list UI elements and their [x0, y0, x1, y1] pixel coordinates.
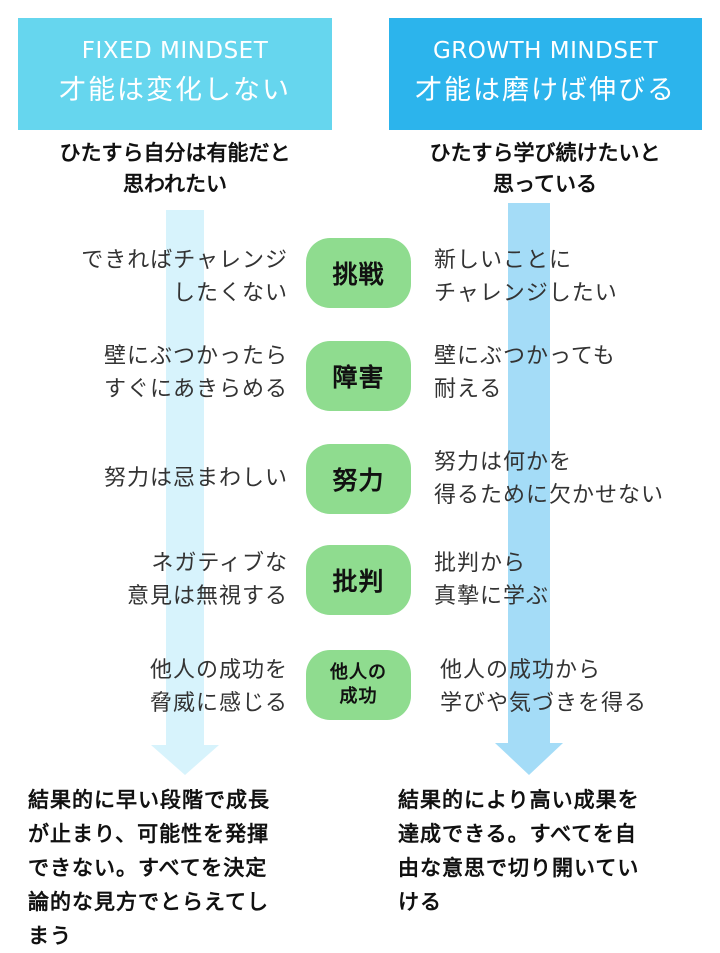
text-line: ネガティブな	[151, 551, 288, 576]
topic-label: 努力	[332, 466, 385, 495]
row-criticism-fixed: ネガティブな 意見は無視する	[20, 547, 288, 613]
fixed-belief-line: 思われたい	[123, 172, 227, 196]
text-line: 脅威に感じる	[149, 691, 288, 716]
row-challenge-fixed: できればチャレンジ したくない	[20, 244, 288, 310]
fixed-arrow-shaft	[166, 210, 204, 745]
topic-label: 挑戦	[332, 260, 385, 289]
outcome-line: まう	[28, 924, 72, 948]
row-others-success-fixed: 他人の成功を 脅威に感じる	[20, 654, 288, 720]
growth-arrow-head	[495, 743, 563, 775]
growth-belief-line: 思っている	[493, 172, 597, 196]
growth-outcome: 結果的により高い成果を 達成できる。すべてを自 由な意思で切り開いてい ける	[398, 783, 698, 919]
text-line: 壁にぶつかっても	[434, 344, 616, 369]
fixed-outcome: 結果的に早い段階で成長 が止まり、可能性を発揮 できない。すべてを決定 論的な見…	[28, 783, 328, 953]
text-line: 壁にぶつかったら	[103, 344, 288, 369]
topic-pill-criticism: 批判	[306, 545, 411, 615]
outcome-line: 論的な見方でとらえてし	[28, 890, 269, 914]
growth-belief: ひたすら学び続けたいと 思っている	[385, 138, 705, 200]
row-obstacle-fixed: 壁にぶつかったら すぐにあきらめる	[20, 340, 288, 406]
outcome-line: 由な意思で切り開いてい	[398, 856, 640, 880]
text-line: したくない	[172, 281, 288, 306]
row-effort-fixed: 努力は忌まわしい	[20, 462, 288, 495]
fixed-mindset-header: FIXED MINDSET 才能は変化しない	[18, 18, 332, 130]
text-line: 努力は何かを	[434, 450, 573, 475]
topic-label: 障害	[332, 363, 385, 392]
text-line: 耐える	[434, 377, 503, 402]
growth-belief-line: ひたすら学び続けたいと	[429, 141, 661, 165]
topic-pill-obstacle: 障害	[306, 341, 411, 411]
outcome-line: 達成できる。すべてを自	[398, 822, 637, 846]
text-line: 得るために欠かせない	[434, 483, 665, 508]
text-line: 意見は無視する	[126, 584, 288, 609]
text-line: 新しいことに	[434, 248, 573, 273]
topic-label: 批判	[332, 567, 385, 596]
topic-pill-effort: 努力	[306, 444, 411, 514]
row-effort-growth: 努力は何かを 得るために欠かせない	[434, 446, 714, 512]
outcome-line: できない。すべてを決定	[28, 856, 268, 880]
fixed-mindset-title: FIXED MINDSET	[81, 38, 269, 64]
row-others-success-growth: 他人の成功から 学びや気づきを得る	[440, 654, 720, 720]
row-challenge-growth: 新しいことに チャレンジしたい	[434, 244, 714, 310]
outcome-line: 結果的により高い成果を	[398, 788, 640, 812]
topic-pill-challenge: 挑戦	[306, 238, 411, 308]
text-line: 真摯に学ぶ	[434, 584, 550, 609]
growth-mindset-header: GROWTH MINDSET 才能は磨けば伸びる	[389, 18, 702, 130]
text-line: できればチャレンジ	[81, 248, 288, 273]
fixed-arrow-head	[151, 745, 219, 775]
text-line: すぐにあきらめる	[103, 377, 288, 402]
text-line: 批判から	[434, 551, 527, 576]
topic-label-line: 成功	[339, 686, 378, 707]
text-line: 他人の成功から	[440, 658, 602, 683]
fixed-mindset-subtitle: 才能は変化しない	[59, 75, 291, 106]
fixed-belief: ひたすら自分は有能だと 思われたい	[18, 138, 332, 200]
fixed-belief-line: ひたすら自分は有能だと	[59, 141, 291, 165]
outcome-line: が止まり、可能性を発揮	[28, 822, 270, 846]
growth-mindset-title: GROWTH MINDSET	[432, 38, 659, 64]
growth-arrow-shaft	[508, 203, 550, 743]
text-line: 他人の成功を	[149, 658, 288, 683]
topic-pill-others-success: 他人の 成功	[306, 650, 411, 720]
text-line: 努力は忌まわしい	[103, 466, 288, 491]
text-line: 学びや気づきを得る	[440, 691, 648, 716]
text-line: チャレンジしたい	[434, 281, 618, 306]
growth-mindset-subtitle: 才能は磨けば伸びる	[415, 75, 676, 106]
outcome-line: 結果的に早い段階で成長	[28, 788, 270, 812]
outcome-line: ける	[398, 890, 442, 914]
row-criticism-growth: 批判から 真摯に学ぶ	[434, 547, 714, 613]
row-obstacle-growth: 壁にぶつかっても 耐える	[434, 340, 714, 406]
topic-label-line: 他人の	[330, 662, 387, 683]
